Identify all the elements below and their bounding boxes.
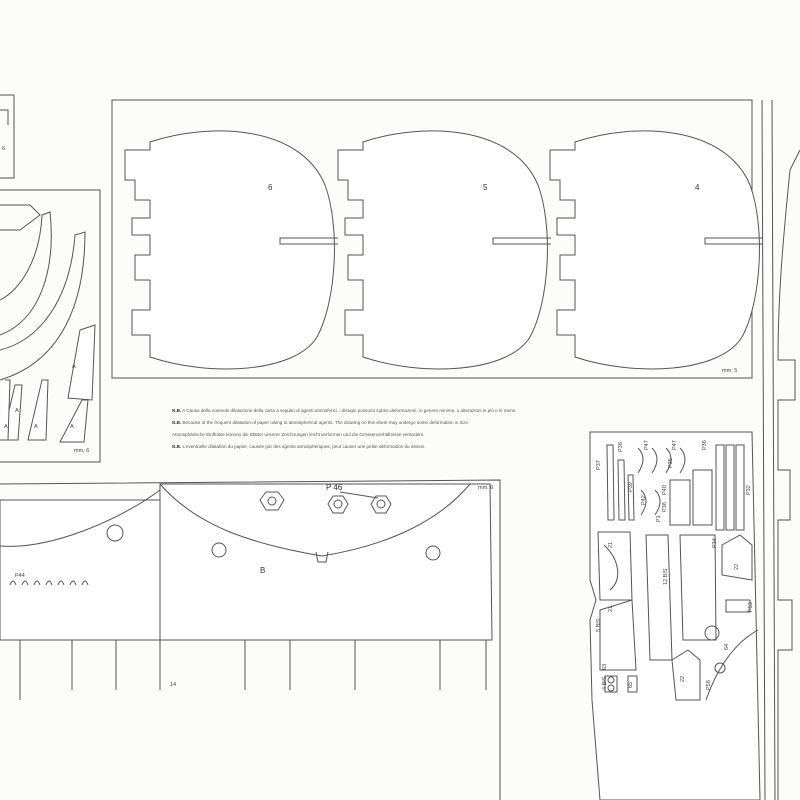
bulkhead-slot: [279, 237, 338, 245]
note-text: Atmosphärische Einflüsse können die Blät…: [172, 432, 425, 437]
note-french: N.B. L'eventuelle dilatation du papier, …: [172, 444, 425, 449]
small-part-label: P39: [628, 482, 634, 492]
small-part-label: 65: [628, 682, 634, 688]
porthole-ring: [376, 499, 386, 509]
bulkhead-number: 4: [695, 183, 700, 192]
triangle-part: [0, 379, 11, 441]
bulkhead-outline: [124, 130, 335, 370]
small-part-label: P34: [712, 538, 718, 548]
frame-part-label: B: [260, 566, 265, 575]
circle-hole: [425, 545, 441, 561]
small-part-label: 63: [602, 664, 608, 670]
porthole-ring: [333, 499, 343, 509]
triangle-label: A: [4, 424, 8, 430]
small-part-label: 5 BIS: [596, 618, 602, 632]
scale-label-left: mm. 6: [74, 448, 89, 454]
left-sheet-border: [0, 189, 101, 463]
frame-number: 14: [170, 682, 176, 688]
small-part-label: 4 BIS: [602, 676, 608, 690]
top-left-part: [0, 94, 15, 179]
bulkhead-slot: [704, 237, 763, 245]
octagon-porthole: [370, 495, 392, 514]
curved-rail-part: [0, 204, 86, 381]
circle-hole: [607, 684, 615, 692]
small-part-label: 12 BIS: [663, 568, 669, 585]
frame-left-curve: [0, 489, 161, 547]
porthole-label: P 46: [326, 483, 343, 492]
triangle-part: [67, 324, 96, 401]
small-part-label: P38: [662, 502, 668, 512]
part-63: [604, 675, 618, 693]
bulkhead-outline: [337, 130, 548, 370]
small-part-label: P58: [706, 680, 712, 690]
top-sheet-border: [111, 99, 753, 379]
triangle-part: [27, 379, 49, 441]
small-part-label: P1: [656, 515, 662, 522]
bulkhead-number: 6: [268, 183, 273, 192]
bulkhead-6: 6: [124, 130, 338, 370]
triangle-label: A: [72, 364, 76, 370]
small-parts-sheet: [589, 431, 761, 800]
small-part-label: 22: [734, 564, 740, 570]
circle-hole: [211, 542, 227, 558]
note-english: N.B. Because of the frequent dilatation …: [172, 420, 469, 425]
small-part-label: 21: [608, 606, 614, 612]
triangle-label: A: [70, 424, 74, 430]
triangle-label: A: [15, 408, 19, 414]
circle-part: [704, 625, 720, 641]
frame-curve: [159, 483, 471, 563]
circle-hole: [106, 524, 124, 542]
bulkhead-outline: [549, 130, 760, 370]
scale-label-top: mm. 5: [722, 368, 737, 374]
frame-teeth: [19, 640, 487, 700]
small-part-label: P47: [644, 440, 650, 450]
leader-line: [339, 491, 379, 499]
small-part-label: 64: [724, 644, 730, 650]
bulkhead-5: 5: [337, 130, 551, 370]
triangle-label: A: [34, 424, 38, 430]
small-part-label: P32: [746, 485, 752, 495]
part-65: [627, 675, 638, 693]
small-part-label: P36: [702, 440, 708, 450]
note-text: L'eventuelle dilatation du papier, causé…: [182, 444, 426, 449]
small-part-label: 21: [608, 542, 614, 548]
note-italian: N.B. A Causa della notevole dilatazione …: [172, 408, 516, 413]
small-part-label: P53: [748, 602, 754, 612]
note-text: A Causa della notevole dilatazione della…: [182, 408, 517, 413]
bulkhead-number: 5: [483, 183, 488, 192]
small-part-label: P35: [668, 458, 674, 468]
note-prefix: N.B.: [172, 420, 182, 425]
small-part-label: P47: [672, 440, 678, 450]
top-left-label: 6: [2, 146, 5, 152]
note-german: Atmosphärische Einflüsse können die Blät…: [172, 432, 425, 437]
small-part-label: P37: [596, 460, 602, 470]
porthole-ring: [267, 496, 277, 506]
small-part-label: P38: [618, 442, 624, 452]
rail-label: P44: [15, 573, 25, 579]
circle-hole: [607, 676, 615, 684]
bulkhead-slot: [492, 237, 551, 245]
scale-label-frame: mm. 6: [478, 485, 493, 491]
small-part-label: 22: [680, 676, 686, 682]
note-prefix: N.B.: [172, 444, 182, 449]
note-text: Because of the frequent dilatation of pa…: [182, 420, 470, 425]
octagon-porthole: [259, 491, 285, 511]
frame-part-left: [0, 499, 161, 641]
small-part-label: P40: [662, 485, 668, 495]
frame-sheet-border: [0, 479, 501, 800]
bulkhead-4: 4: [549, 130, 763, 370]
circle-part: [714, 662, 726, 674]
octagon-porthole: [327, 495, 349, 514]
right-frame-strip: [761, 99, 800, 800]
rail-hooks: [9, 580, 89, 586]
note-prefix: N.B.: [172, 408, 182, 413]
small-parts-outlines: [597, 444, 759, 701]
triangle-part: [59, 399, 89, 443]
small-part-label: P42: [641, 495, 647, 505]
